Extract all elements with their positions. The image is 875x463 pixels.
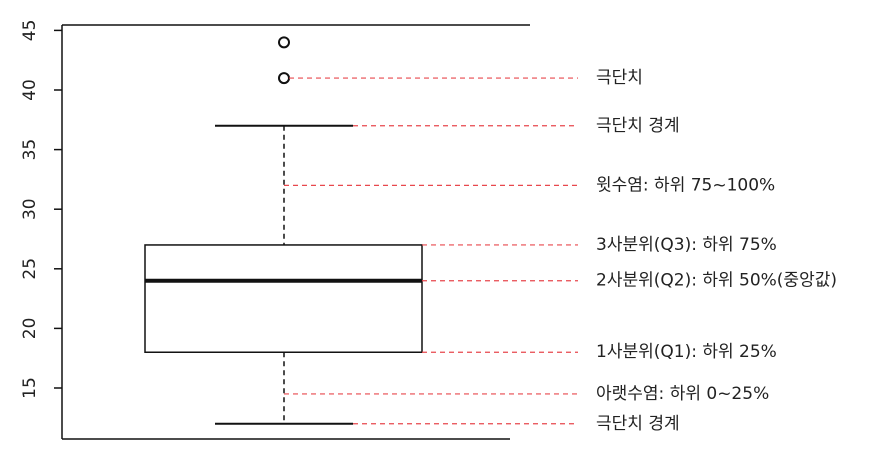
annotation-label: 극단치 경계 bbox=[596, 116, 680, 136]
outlier-point bbox=[278, 72, 290, 85]
annotation-label: 극단치 경계 bbox=[596, 414, 680, 434]
annotation-label: 2사분위(Q2): 하위 50%(중앙값) bbox=[596, 271, 837, 291]
y-tick-label: 25 bbox=[20, 258, 40, 280]
annotation-label: 극단치 bbox=[596, 68, 643, 88]
y-tick-label: 15 bbox=[20, 377, 40, 399]
y-tick-label: 20 bbox=[20, 318, 40, 340]
y-tick-label: 30 bbox=[20, 198, 40, 220]
outlier-point bbox=[278, 36, 290, 49]
annotation-label: 아랫수염: 하위 0~25% bbox=[596, 384, 769, 404]
annotation-label: 1사분위(Q1): 하위 25% bbox=[596, 342, 777, 362]
y-tick-label: 40 bbox=[20, 79, 40, 101]
annotation-label: 3사분위(Q3): 하위 75% bbox=[596, 235, 777, 255]
y-tick-label: 45 bbox=[20, 20, 40, 42]
iqr-box bbox=[144, 244, 423, 353]
annotation-label: 윗수염: 하위 75~100% bbox=[596, 175, 775, 195]
y-tick-label: 35 bbox=[20, 139, 40, 161]
